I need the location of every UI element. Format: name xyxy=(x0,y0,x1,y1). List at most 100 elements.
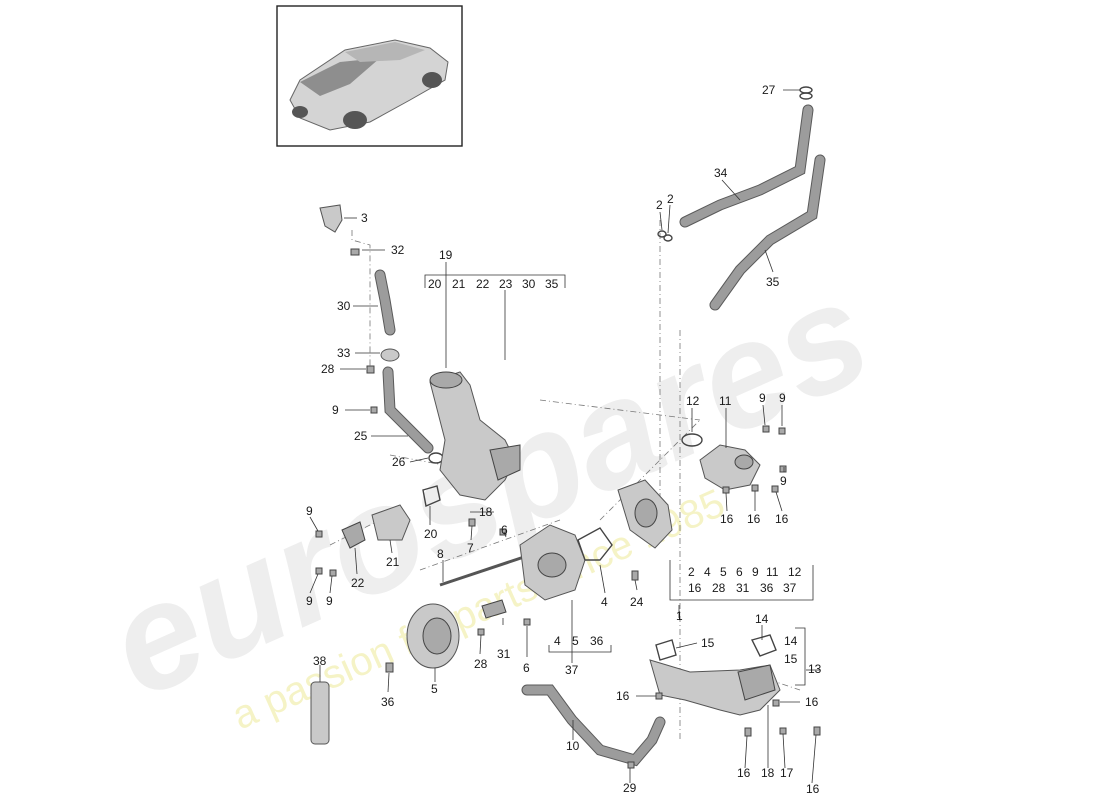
callout-24[interactable]: 24 xyxy=(630,595,644,609)
part-37-water-pump[interactable] xyxy=(519,524,586,601)
callout-9-c[interactable]: 9 xyxy=(779,391,786,405)
callout-16-d[interactable]: 16 xyxy=(616,689,630,703)
callout-13[interactable]: 13 xyxy=(808,662,822,676)
callout-29[interactable]: 29 xyxy=(623,781,637,795)
part-31-bracket[interactable] xyxy=(481,599,507,619)
group-1-list: 2 4 5 6 9 11 12 16 28 31 36 37 xyxy=(688,565,802,595)
callout-7[interactable]: 7 xyxy=(467,541,474,555)
part-4-gasket[interactable] xyxy=(577,527,613,561)
group13-item: 15 xyxy=(784,652,798,666)
callout-33[interactable]: 33 xyxy=(337,346,351,360)
callout-37[interactable]: 37 xyxy=(565,663,579,677)
callout-19[interactable]: 19 xyxy=(439,248,453,262)
callout-22[interactable]: 22 xyxy=(351,576,365,590)
part-30-hose[interactable] xyxy=(374,269,396,336)
part-28-bolt-a[interactable] xyxy=(366,365,375,374)
part-35-hose[interactable] xyxy=(709,154,826,311)
group-37-list: 4 5 36 xyxy=(554,634,604,648)
callout-35[interactable]: 35 xyxy=(766,275,780,289)
part-13-pipe-assembly[interactable] xyxy=(649,659,781,716)
callout-31[interactable]: 31 xyxy=(497,647,511,661)
part-19-housing[interactable] xyxy=(429,371,521,501)
callout-11[interactable]: 11 xyxy=(719,394,732,408)
callout-28-a[interactable]: 28 xyxy=(321,362,335,376)
part-32-clip[interactable] xyxy=(350,248,360,256)
callout-9-e[interactable]: 9 xyxy=(306,504,313,518)
callout-20[interactable]: 20 xyxy=(424,527,438,541)
callout-16-f[interactable]: 16 xyxy=(737,766,751,780)
callout-4-a[interactable]: 4 xyxy=(601,595,608,609)
callout-38[interactable]: 38 xyxy=(313,654,327,668)
callout-26[interactable]: 26 xyxy=(392,455,406,469)
callout-labels: 27 34 35 2 2 3 32 19 30 33 28 9 25 26 12… xyxy=(306,83,822,796)
part-27-cap[interactable] xyxy=(799,86,813,100)
callout-6-a[interactable]: 6 xyxy=(501,523,508,537)
part-22-sensor[interactable] xyxy=(341,521,366,549)
callout-17[interactable]: 17 xyxy=(780,766,794,780)
group19-item: 35 xyxy=(545,277,559,291)
callout-36[interactable]: 36 xyxy=(381,695,395,709)
group1-item: 36 xyxy=(760,581,774,595)
callout-14-a[interactable]: 14 xyxy=(755,612,769,626)
part-25-pipe[interactable] xyxy=(382,366,434,454)
group37-item: 5 xyxy=(572,634,579,648)
part-5-pulley[interactable] xyxy=(406,603,460,669)
callout-2-b[interactable]: 2 xyxy=(667,192,674,206)
group1-item: 5 xyxy=(720,565,727,579)
part-10-hose[interactable] xyxy=(521,684,666,767)
callout-9-g[interactable]: 9 xyxy=(326,594,333,608)
callout-21[interactable]: 21 xyxy=(386,555,400,569)
callout-8[interactable]: 8 xyxy=(437,547,444,561)
callout-16-a[interactable]: 16 xyxy=(720,512,734,526)
callout-32[interactable]: 32 xyxy=(391,243,405,257)
callout-9-a[interactable]: 9 xyxy=(332,403,339,417)
callout-16-e[interactable]: 16 xyxy=(805,695,819,709)
callout-9-b[interactable]: 9 xyxy=(759,391,766,405)
callout-18-b[interactable]: 18 xyxy=(761,766,775,780)
callout-9-d[interactable]: 9 xyxy=(780,474,787,488)
callout-9-f[interactable]: 9 xyxy=(306,594,313,608)
part-20-gasket[interactable] xyxy=(422,485,441,507)
car-thumbnail[interactable] xyxy=(276,5,463,147)
part-15-seal[interactable] xyxy=(655,639,677,661)
part-11-pump[interactable] xyxy=(699,444,761,491)
callout-15-a[interactable]: 15 xyxy=(701,636,715,650)
callout-30[interactable]: 30 xyxy=(337,299,351,313)
group13-item: 14 xyxy=(784,634,798,648)
part-3-cap[interactable] xyxy=(319,204,343,233)
group1-item: 2 xyxy=(688,565,695,579)
callout-16-b[interactable]: 16 xyxy=(747,512,761,526)
group1-item: 16 xyxy=(688,581,702,595)
callout-2-a[interactable]: 2 xyxy=(656,198,663,212)
group-13-list: 14 15 xyxy=(784,634,798,666)
part-36-bolt[interactable] xyxy=(385,662,394,673)
callout-3[interactable]: 3 xyxy=(361,211,368,225)
group19-item: 20 xyxy=(428,277,442,291)
callout-6-b[interactable]: 6 xyxy=(523,661,530,675)
callout-1[interactable]: 1 xyxy=(676,609,683,623)
part-34-hose[interactable] xyxy=(679,104,814,228)
callout-16-c[interactable]: 16 xyxy=(775,512,789,526)
group1-item: 4 xyxy=(704,565,711,579)
callout-18-a[interactable]: 18 xyxy=(479,505,493,519)
part-1-housing[interactable] xyxy=(617,479,673,549)
callout-5[interactable]: 5 xyxy=(431,682,438,696)
part-2-orings[interactable] xyxy=(657,230,673,242)
part-8-rod[interactable] xyxy=(439,553,531,587)
callout-28-b[interactable]: 28 xyxy=(474,657,488,671)
callout-27[interactable]: 27 xyxy=(762,83,776,97)
group19-item: 23 xyxy=(499,277,513,291)
callout-12[interactable]: 12 xyxy=(686,394,700,408)
part-14-seal[interactable] xyxy=(750,634,777,657)
part-12-seal[interactable] xyxy=(681,433,703,447)
callout-34[interactable]: 34 xyxy=(714,166,728,180)
callout-16-g[interactable]: 16 xyxy=(806,782,820,796)
group37-item: 36 xyxy=(590,634,604,648)
part-21-unit[interactable] xyxy=(371,504,411,541)
part-38-tube[interactable] xyxy=(310,681,330,745)
group19-item: 30 xyxy=(522,277,536,291)
part-33-thermostat[interactable] xyxy=(380,348,400,362)
callout-10[interactable]: 10 xyxy=(566,739,580,753)
group37-item: 4 xyxy=(554,634,561,648)
callout-25[interactable]: 25 xyxy=(354,429,368,443)
